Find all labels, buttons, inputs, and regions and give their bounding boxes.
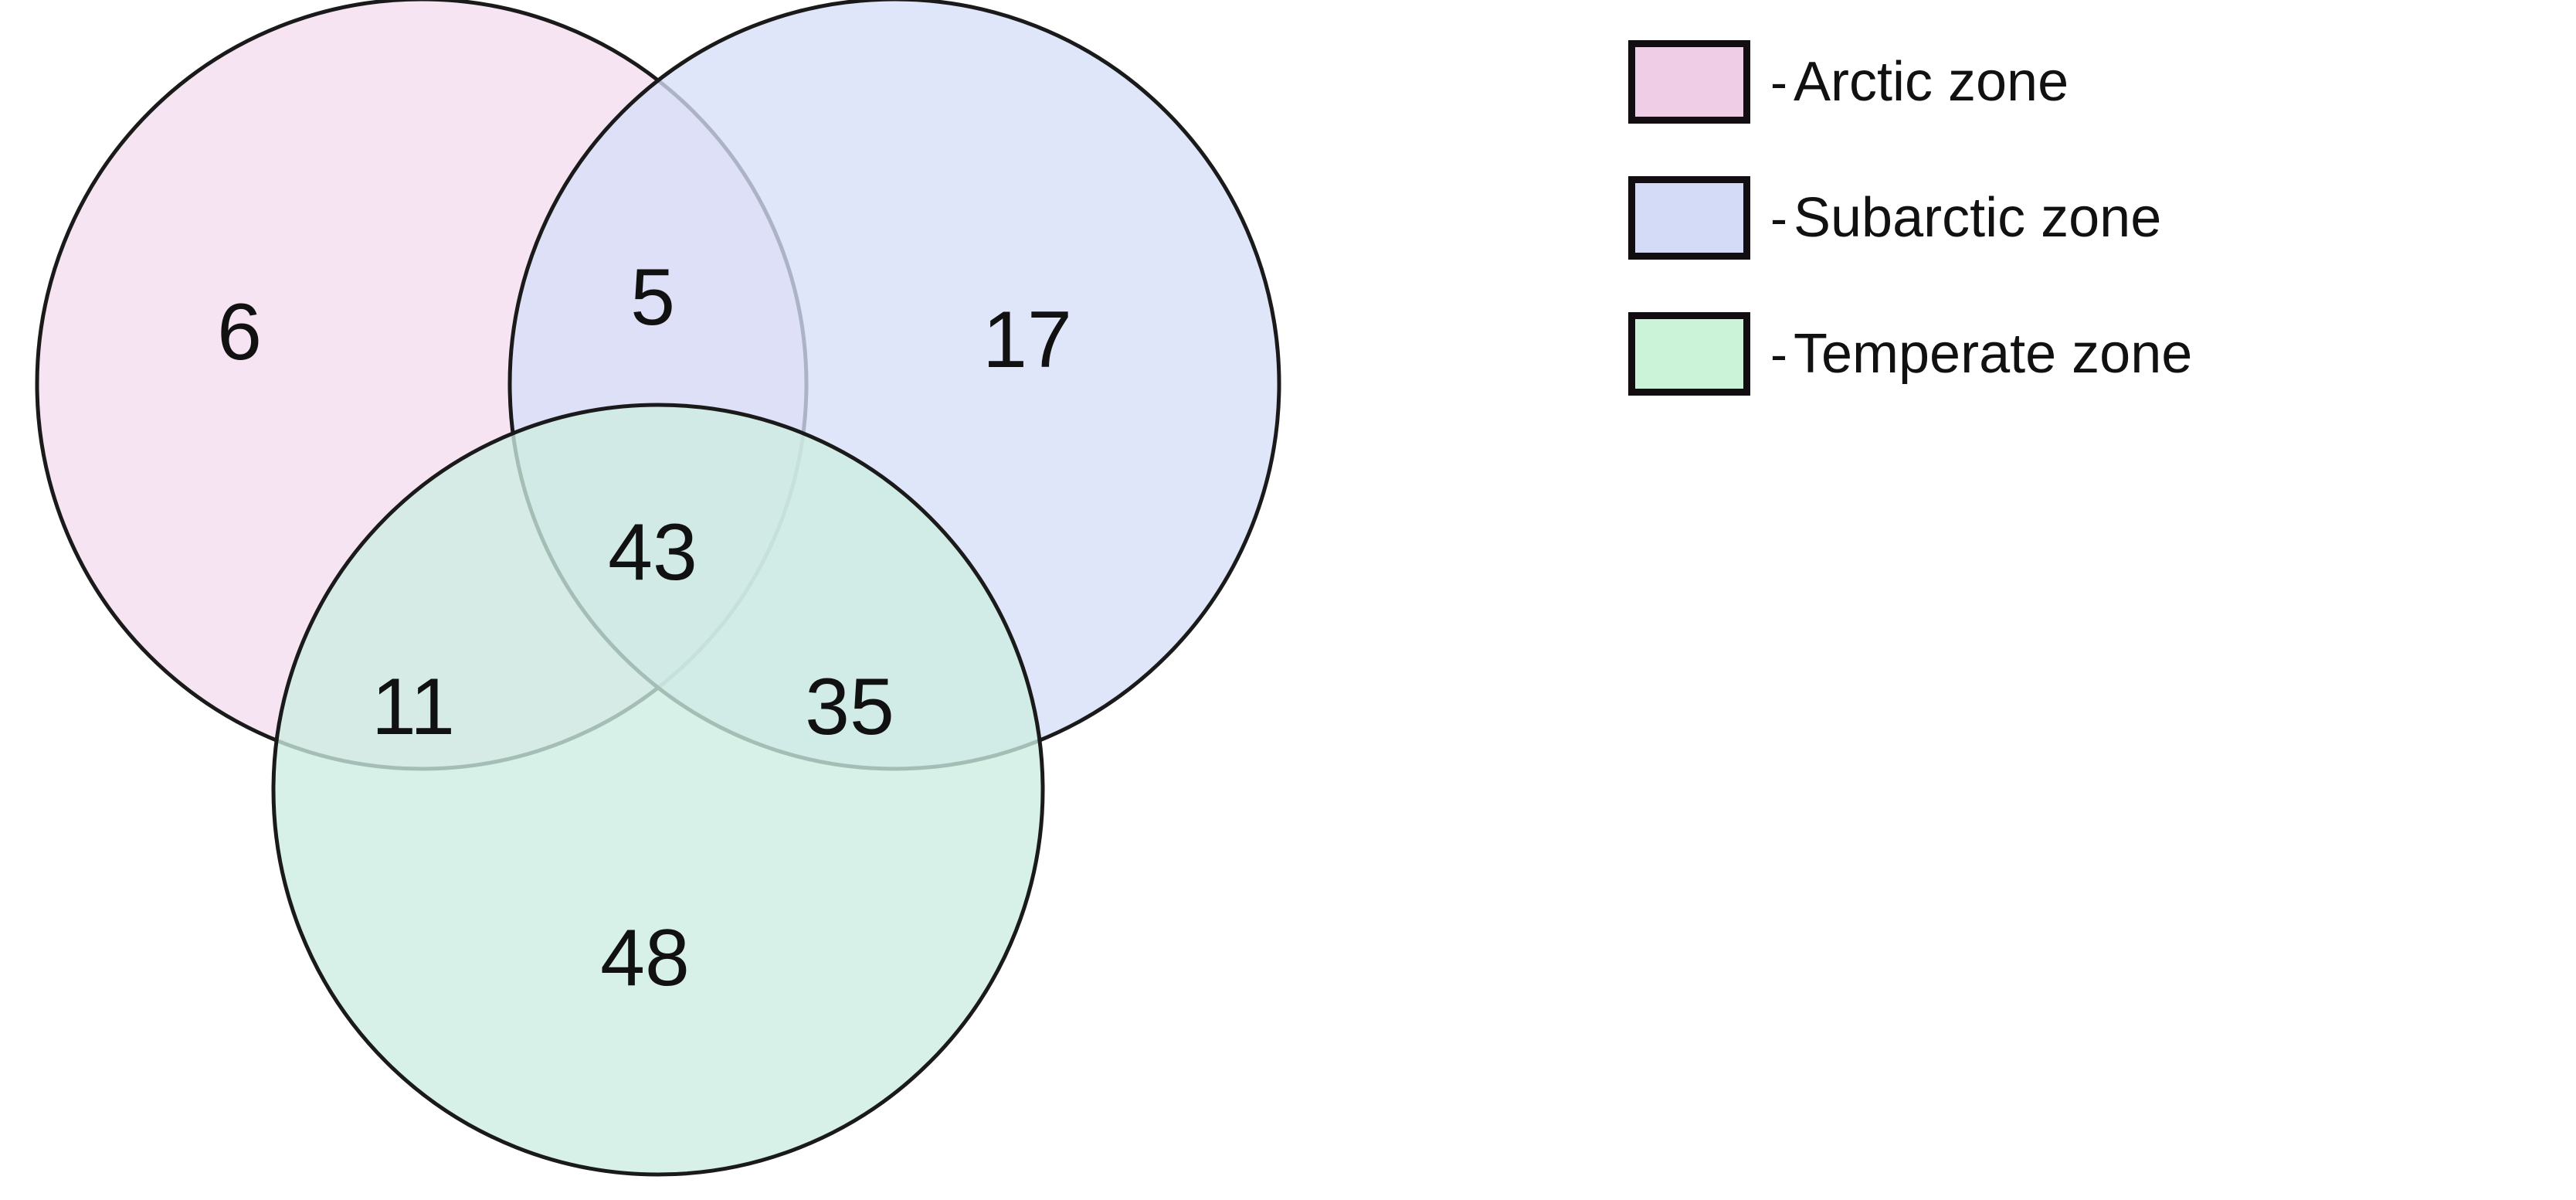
legend-label-temperate: Temperate zone [1793,323,2193,385]
legend-separator-subarctic: - [1770,189,1787,246]
venn-diagram: 6 5 17 43 11 35 48 [35,0,1281,1177]
legend-label-subarctic: Subarctic zone [1793,187,2162,249]
legend-separator-arctic: - [1770,53,1787,110]
venn-label-subarctic-only: 17 [983,295,1072,385]
legend-swatch-temperate [1628,312,1750,396]
venn-circle-temperate[interactable] [271,403,1045,1177]
legend-item-temperate[interactable]: - Temperate zone [1628,286,2540,422]
legend-swatch-arctic [1628,40,1750,124]
venn-label-arctic-only: 6 [217,287,262,377]
venn-label-arctic-subarctic: 5 [630,253,675,342]
venn-label-all-three: 43 [608,508,697,597]
legend-separator-temperate: - [1770,325,1787,382]
legend-swatch-subarctic [1628,176,1750,260]
legend: - Arctic zone - Subarctic zone - Tempera… [1628,14,2540,422]
legend-label-arctic: Arctic zone [1793,51,2069,113]
venn-label-subarctic-temperate: 35 [805,662,894,752]
venn-label-arctic-temperate: 11 [372,662,455,752]
legend-item-subarctic[interactable]: - Subarctic zone [1628,150,2540,286]
venn-diagram-canvas: 6 5 17 43 11 35 48 [35,0,1281,1177]
venn-label-temperate-only: 48 [600,913,690,1003]
legend-item-arctic[interactable]: - Arctic zone [1628,14,2540,150]
